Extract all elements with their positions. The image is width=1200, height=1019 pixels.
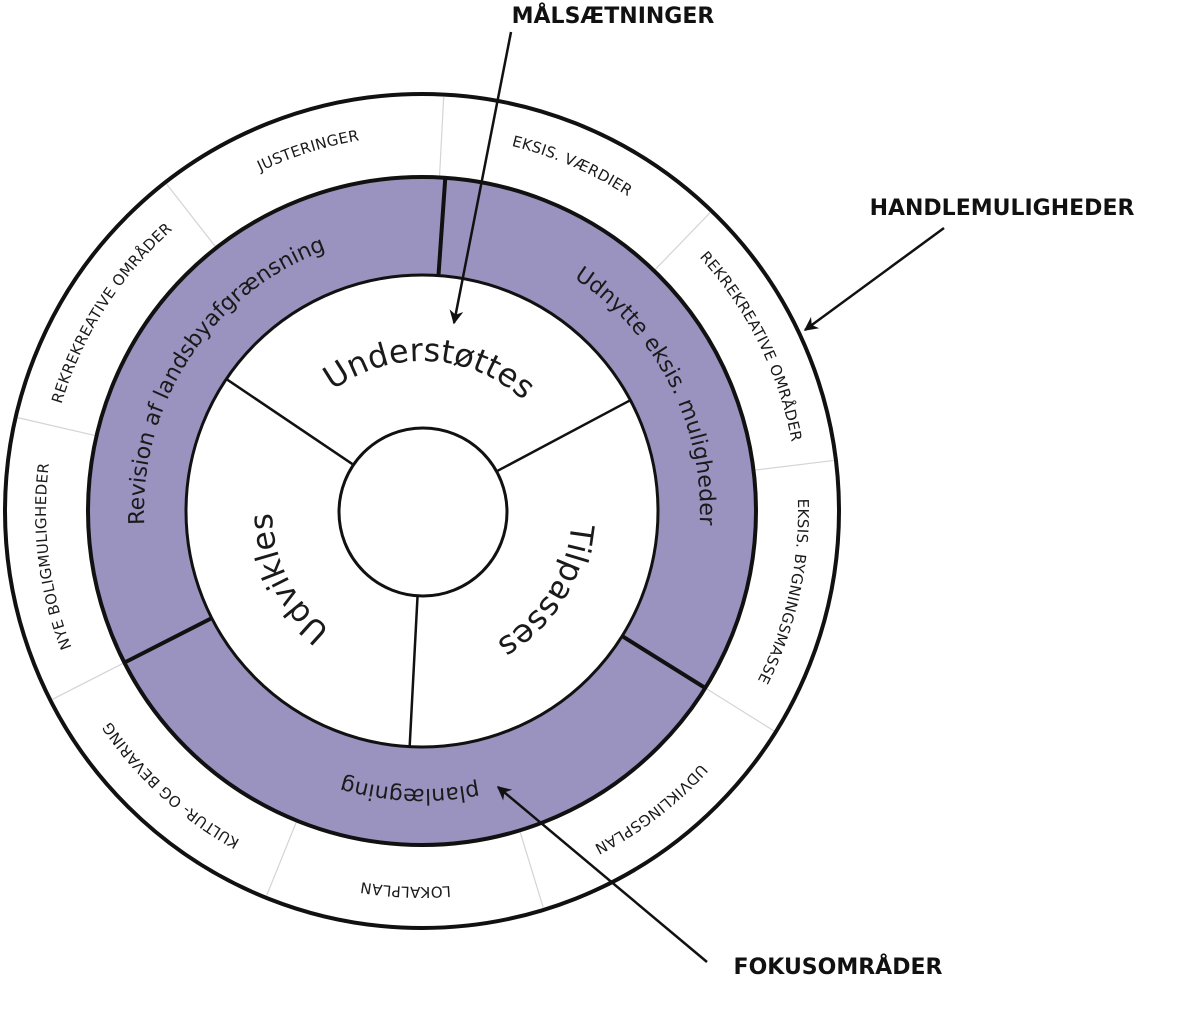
outer-divider-line bbox=[17, 417, 95, 437]
goals-callout-arrow bbox=[449, 31, 513, 325]
actions-callout-arrow bbox=[803, 226, 945, 332]
focus-ring-dividers bbox=[123, 177, 707, 690]
center-hub bbox=[337, 426, 509, 598]
goals-callout-label: MÅLSÆTNINGER bbox=[512, 3, 715, 29]
goal-divider-line bbox=[408, 594, 419, 747]
outer-divider-line bbox=[519, 832, 544, 909]
outer-divider-line bbox=[654, 212, 711, 270]
outer-divider-line bbox=[265, 822, 297, 897]
outer-divider-line bbox=[166, 183, 216, 247]
focus-divider-line bbox=[436, 177, 448, 276]
outer-divider-line bbox=[51, 663, 123, 700]
goals-ring-dividers bbox=[225, 377, 631, 747]
goal-divider-line bbox=[495, 399, 631, 473]
outer-divider-line bbox=[706, 688, 775, 732]
outer-ring-dividers bbox=[17, 96, 834, 909]
action-option-label: LOKALPLAN bbox=[359, 878, 452, 901]
action-option-label-text: LOKALPLAN bbox=[359, 878, 451, 901]
focus-divider-line bbox=[123, 616, 213, 665]
outer-divider-line bbox=[755, 459, 834, 471]
actions-callout-label: HANDLEMULIGHEDER bbox=[870, 196, 1135, 221]
focus-callout-label: FOKUSOMRÅDER bbox=[734, 954, 943, 980]
focus-callout-arrow bbox=[496, 786, 708, 963]
outer-divider-line bbox=[438, 96, 445, 176]
focus-divider-line bbox=[621, 634, 707, 690]
goal-divider-line bbox=[225, 377, 354, 466]
